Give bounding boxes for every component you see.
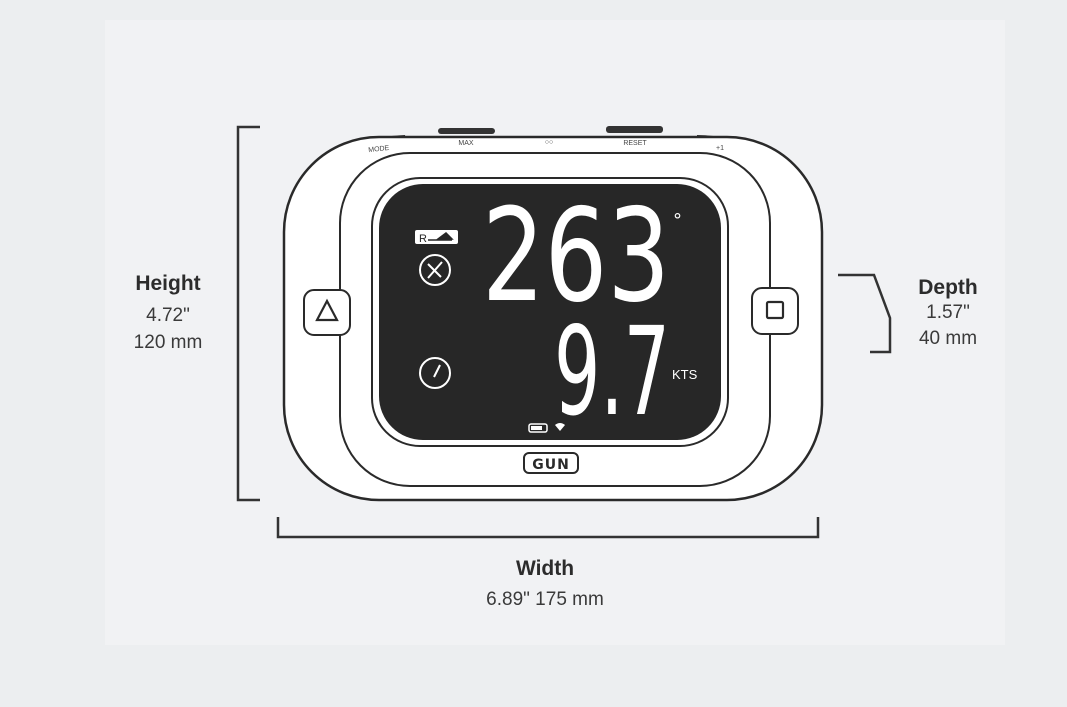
depth-inches: 1.57" [926, 302, 970, 323]
triangle-icon [315, 298, 339, 322]
square-icon [765, 300, 785, 320]
mode-label: MODE [368, 145, 390, 154]
depth-title: Depth [918, 276, 978, 299]
reset-label: RESET [623, 140, 647, 147]
max-label: MAX [458, 140, 474, 147]
mode-badge: R [415, 230, 458, 245]
depth-dimension-line [838, 273, 892, 354]
select-button[interactable] [751, 287, 799, 335]
up-button[interactable] [303, 289, 351, 336]
compass-icon [419, 254, 451, 286]
plus-one-label: +1 [716, 145, 724, 152]
heading-readout: 263 [482, 182, 670, 331]
degree-symbol: ° [673, 210, 682, 231]
battery-icon [528, 423, 548, 433]
brand-logo: GUN [532, 457, 570, 473]
max-button[interactable] [438, 128, 495, 134]
svg-text:R: R [419, 233, 427, 245]
width-dimension-line [276, 517, 820, 539]
width-value: 6.89" 175 mm [486, 589, 604, 610]
height-title: Height [135, 272, 201, 295]
indicator-label: ○○ [545, 139, 553, 146]
brand-badge [523, 452, 579, 474]
height-dimension-line [236, 125, 260, 502]
speed-readout: 9.7 [554, 301, 670, 443]
wifi-icon [555, 423, 565, 431]
reset-button[interactable] [606, 126, 663, 133]
speed-unit: KTS [672, 367, 698, 382]
boat-icon [428, 232, 454, 241]
lcd-screen [379, 184, 721, 440]
depth-mm: 40 mm [918, 328, 978, 349]
width-title: Width [515, 557, 575, 580]
height-mm: 120 mm [133, 332, 203, 353]
height-inches: 4.72" [146, 305, 190, 326]
speedometer-icon [419, 357, 451, 389]
